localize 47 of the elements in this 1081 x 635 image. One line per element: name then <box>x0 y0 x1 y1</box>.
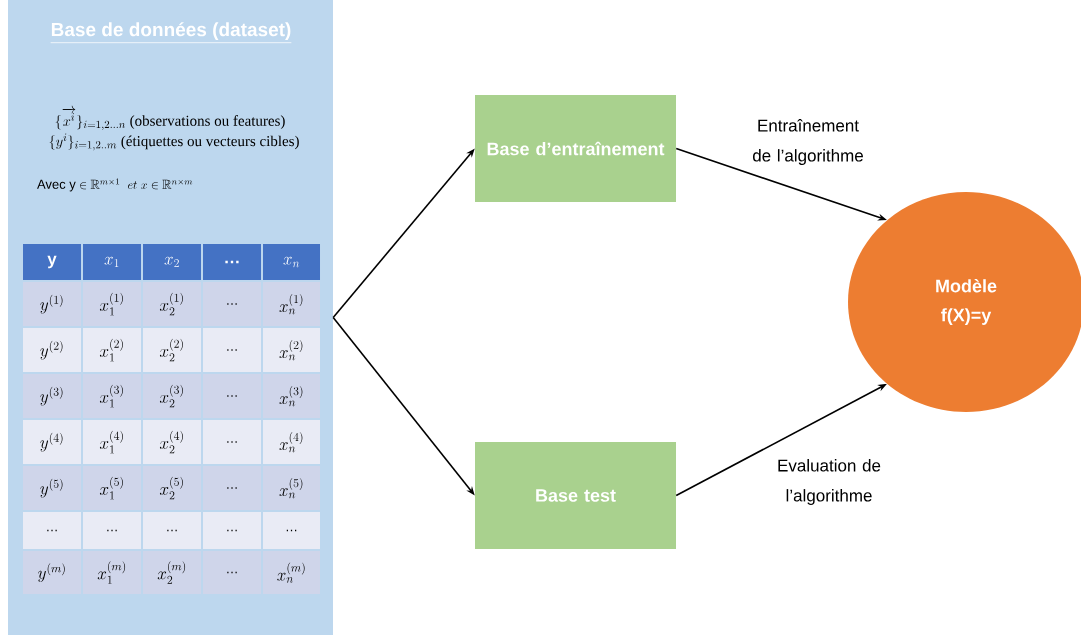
table-cell: $x_n^{(5)}$ <box>263 466 320 510</box>
table-cell: $x_n^{(4)}$ <box>263 420 320 464</box>
formula-text: $\{\overrightarrow{x^{i}}\}_{i=1,2\ldots n}\ \textrm{(observations ou features)}$ <box>55 105 285 131</box>
table-cell: $y^{(m)}$ <box>23 551 81 594</box>
table-cell: … <box>83 512 141 549</box>
table-cell: $x_2^{(1)}$ <box>143 282 201 326</box>
table-cell: $x_2^{(4)}$ <box>143 420 201 464</box>
table-cell: $x_n$ <box>263 244 320 280</box>
table-cell: … <box>203 512 261 549</box>
table-cell: … <box>203 374 261 418</box>
edge-label: Entraînement de l’algorithme <box>753 119 863 165</box>
table-cell: $x_1$ <box>83 244 141 280</box>
table-cell: … <box>203 244 261 280</box>
table-cell: $y^{(4)}$ <box>23 420 81 464</box>
table-cell: $x_2^{(2)}$ <box>143 328 201 372</box>
table-cell: … <box>203 420 261 464</box>
table-cell: … <box>203 282 261 326</box>
table-cell: $x_1^{(1)}$ <box>83 282 141 326</box>
table-cell: $y^{(2)}$ <box>23 328 81 372</box>
table-cell: $x_2^{(3)}$ <box>143 374 201 418</box>
formula-text: $\textsf{Avec y} \in \mathbb{R}^{m\times 1}\ \ et\ x \in \mathbb{R}^{n\times m}$ <box>37 178 193 192</box>
table-cell: … <box>203 466 261 510</box>
table-cell: $x_n^{(2)}$ <box>263 328 320 372</box>
table-cell: $x_1^{(m)}$ <box>83 551 141 594</box>
table-cell: $x_2^{(5)}$ <box>143 466 201 510</box>
process-box: Base test <box>475 442 676 549</box>
table-cell: $x_n^{(3)}$ <box>263 374 320 418</box>
table-cell: $y^{(5)}$ <box>23 466 81 510</box>
table-cell: … <box>203 551 261 594</box>
table-cell: $x_n^{(m)}$ <box>263 551 320 594</box>
table-cell: $y^{(3)}$ <box>23 374 81 418</box>
table-cell: … <box>263 512 320 549</box>
table-cell: $x_1^{(3)}$ <box>83 374 141 418</box>
table-cell: … <box>203 328 261 372</box>
table-cell: $x_1^{(2)}$ <box>83 328 141 372</box>
table-cell: $x_1^{(4)}$ <box>83 420 141 464</box>
process-box: Base d’entraînement <box>475 95 676 202</box>
table-cell: $x_2^{(m)}$ <box>143 551 201 594</box>
table-cell: $x_2$ <box>143 244 201 280</box>
edge-label: Evaluation de l’algorithme <box>778 459 881 505</box>
table-cell: $x_n^{(1)}$ <box>263 282 320 326</box>
table-cell: … <box>23 512 81 549</box>
table-cell: y <box>23 244 81 280</box>
table-cell: $y^{(1)}$ <box>23 282 81 326</box>
table-cell: … <box>143 512 201 549</box>
table-cell: $x_1^{(5)}$ <box>83 466 141 510</box>
formula-text: $\{y^{i}\}_{i=1,2..m}\ \textrm{(étiquettes ou vecteurs cibles)}$ <box>49 133 299 151</box>
